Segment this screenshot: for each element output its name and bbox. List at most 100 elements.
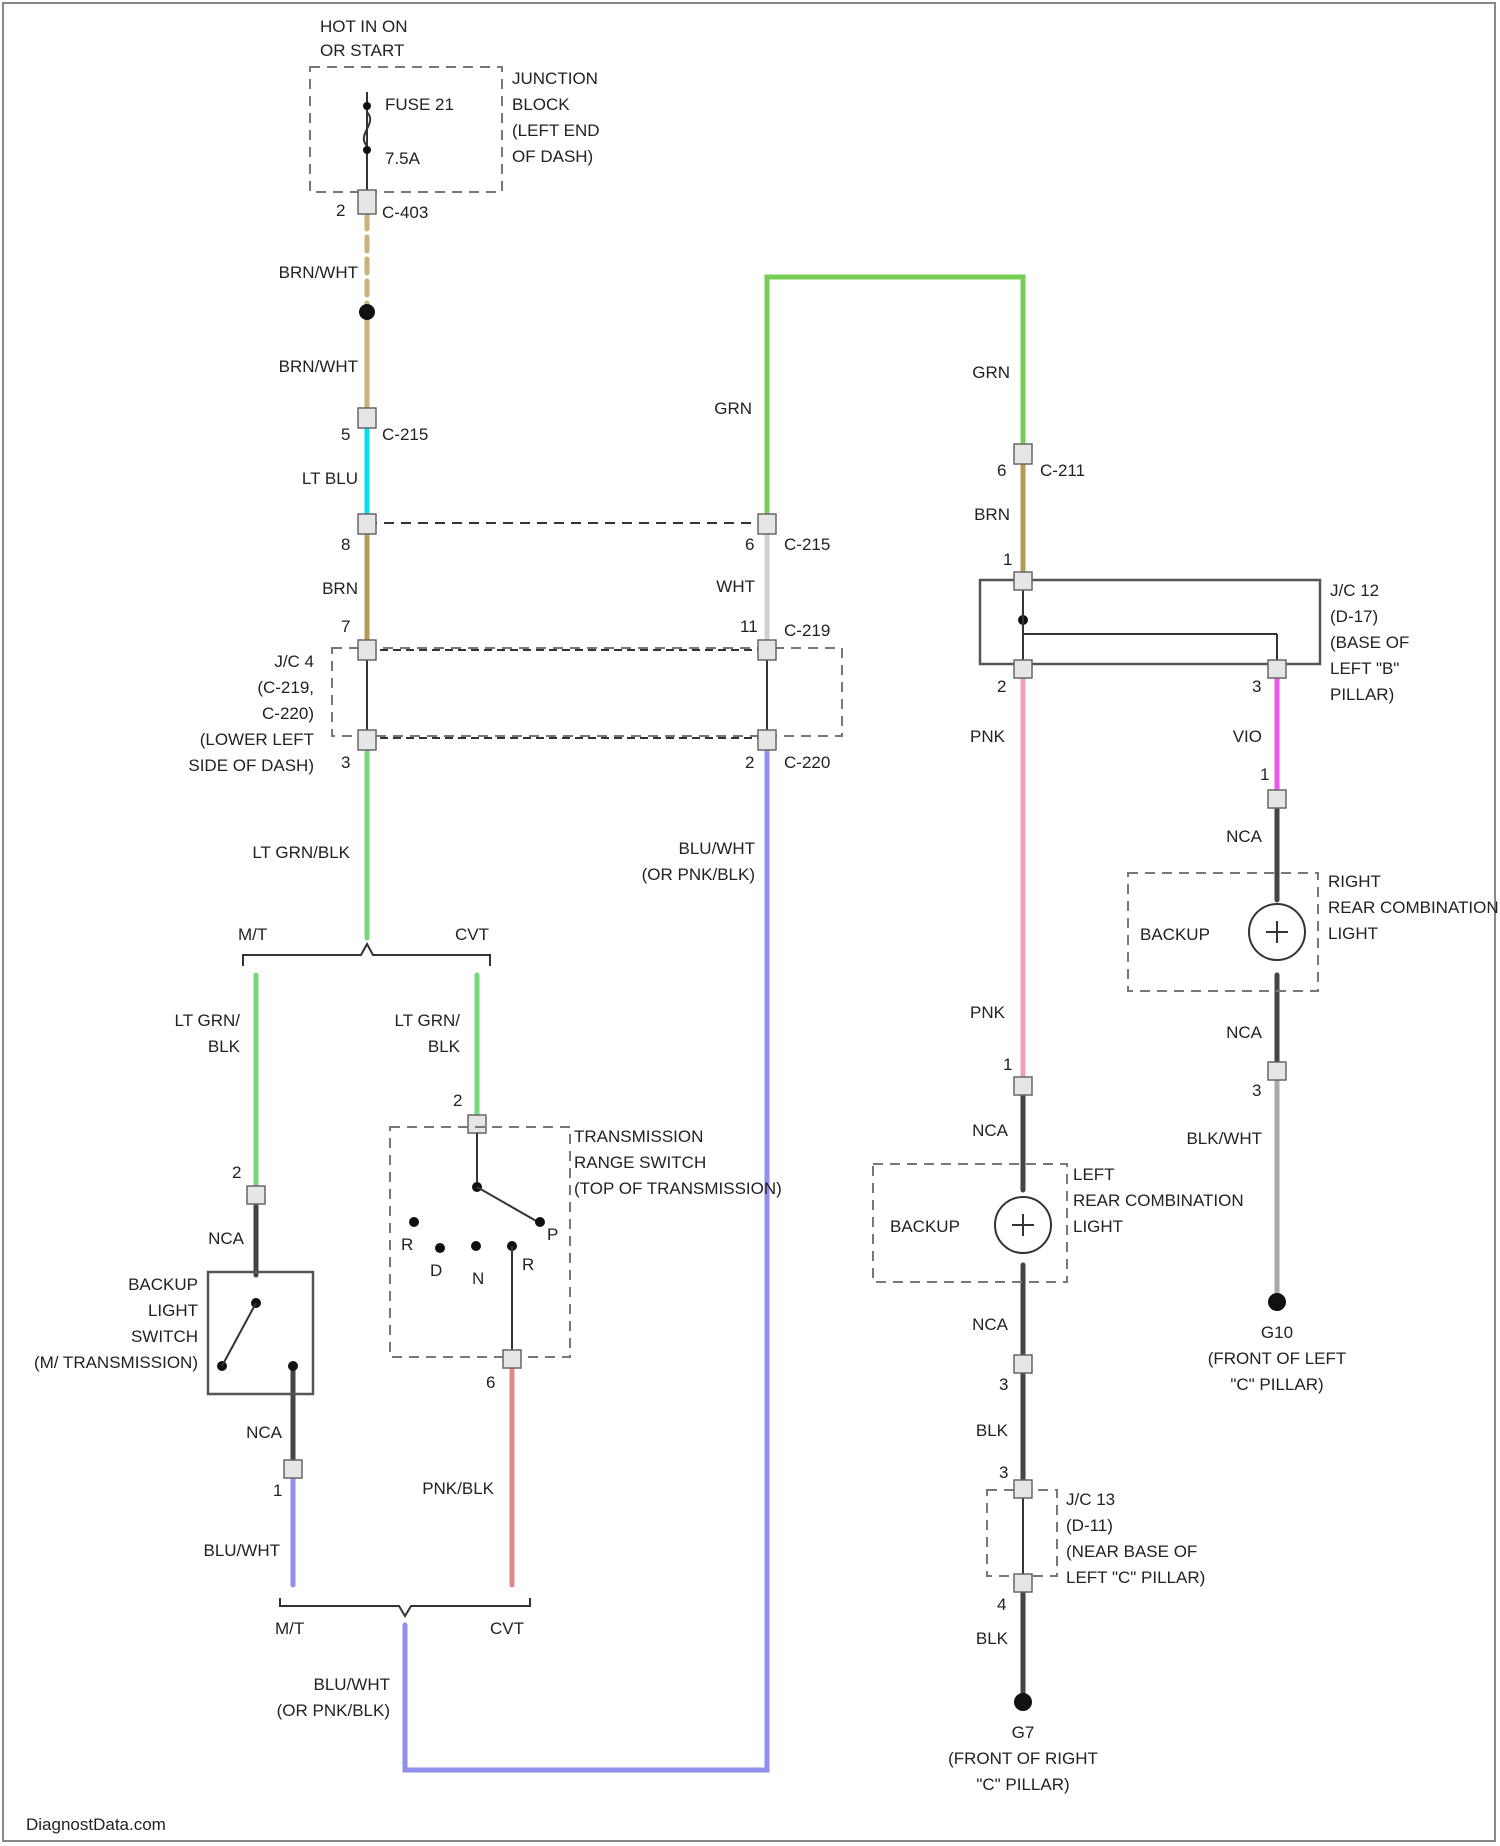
nca-l2-label: NCA [972, 1315, 1009, 1334]
junction-block-box [310, 67, 502, 192]
ll-pin-bottom: 3 [999, 1375, 1008, 1394]
blu-wht-bottom-label-2: (OR PNK/BLK) [277, 1701, 390, 1720]
connector-rl-top [1268, 790, 1286, 808]
pnk-label-1: PNK [970, 727, 1006, 746]
trs-box [390, 1127, 570, 1357]
diagram-frame [3, 3, 1495, 1841]
power-line2: OR START [320, 41, 404, 60]
fuse-amp-label: 7.5A [385, 149, 421, 168]
junction-block-line3: (LEFT END [512, 121, 600, 140]
connector-ll-bottom [1014, 1355, 1032, 1373]
blk-wht-label: BLK/WHT [1186, 1129, 1262, 1148]
wire-blu-wht-return [405, 748, 767, 1770]
bsw-pin-bottom: 1 [273, 1481, 282, 1500]
c220-left-pin: 3 [341, 753, 350, 772]
splice-brn-wht [359, 304, 375, 320]
nca-r2-label: NCA [1226, 1023, 1263, 1042]
c219-left-pin: 7 [341, 617, 350, 636]
brn-right-label: BRN [974, 505, 1010, 524]
jc13-line2: (D-11) [1066, 1516, 1113, 1535]
backup-switch-box [208, 1272, 313, 1394]
connector-jc12-left [1014, 660, 1032, 678]
trs-contact-1 [409, 1217, 419, 1227]
c215-right-label: C-215 [784, 535, 830, 554]
blk-label-1: BLK [976, 1421, 1009, 1440]
jc4-line4: (LOWER LEFT [200, 730, 314, 749]
wht-label: WHT [716, 577, 755, 596]
trs-line3: (TOP OF TRANSMISSION) [574, 1179, 782, 1198]
nca-l1-label: NCA [972, 1121, 1009, 1140]
power-line1: HOT IN ON [320, 17, 408, 36]
split-top-cvt: CVT [455, 925, 489, 944]
connector-trs-bottom [503, 1350, 521, 1368]
left-lamp-name: BACKUP [890, 1217, 960, 1236]
c219-right-pin: 11 [740, 617, 758, 636]
jc4-line1: J/C 4 [274, 652, 314, 671]
c211-pin: 6 [997, 461, 1006, 480]
left-bulb-filament [1012, 1214, 1034, 1236]
jc12-line3: (BASE OF [1330, 633, 1409, 652]
connector-c220-right [758, 730, 776, 750]
vio-label: VIO [1233, 727, 1262, 746]
jc13-line1: J/C 13 [1066, 1490, 1115, 1509]
split-bottom-cvt: CVT [490, 1619, 524, 1638]
jc13-line4: LEFT "C" PILLAR) [1066, 1568, 1205, 1587]
right-light-line3: LIGHT [1328, 924, 1378, 943]
lt-grn-b-line2: BLK [428, 1037, 461, 1056]
connector-c215-top [358, 408, 376, 428]
connector-jc12-top [1014, 572, 1032, 590]
grn-label-2: GRN [972, 363, 1010, 382]
nca-sw1-label: NCA [208, 1229, 245, 1248]
connector-c215-right [758, 514, 776, 534]
ground-g10-line1: (FRONT OF LEFT [1208, 1349, 1347, 1368]
connector-rl-bottom [1268, 1062, 1286, 1080]
c211-label: C-211 [1040, 461, 1085, 480]
connector-trs-top [468, 1115, 486, 1133]
jc13-line3: (NEAR BASE OF [1066, 1542, 1197, 1561]
c219-label: C-219 [784, 621, 830, 640]
c215-top-pin: 5 [341, 425, 350, 444]
connector-c215-left [358, 514, 376, 534]
blu-wht-bottom-label-1: BLU/WHT [314, 1675, 391, 1694]
wires [256, 215, 1277, 1770]
trs-pin-top: 2 [453, 1091, 462, 1110]
backup-switch-line2: LIGHT [148, 1301, 198, 1320]
connector-ll-top [1014, 1077, 1032, 1095]
left-light-line1: LEFT [1073, 1165, 1115, 1184]
fuse-terminal-bottom [363, 146, 371, 154]
nca-r1-label: NCA [1226, 827, 1263, 846]
trs-pos-0: R [401, 1235, 413, 1254]
junction-block-line4: OF DASH) [512, 147, 593, 166]
c403-label: C-403 [382, 203, 428, 222]
fuse-label: FUSE 21 [385, 95, 454, 114]
trs-line2: RANGE SWITCH [574, 1153, 706, 1172]
jc12-line2: (D-17) [1330, 607, 1378, 626]
trs-line1: TRANSMISSION [574, 1127, 703, 1146]
bsw-pin-top: 2 [232, 1163, 241, 1182]
c220-label: C-220 [784, 753, 830, 772]
c403-pin: 2 [336, 201, 345, 220]
trs-pos-2: N [472, 1269, 484, 1288]
backup-switch-line3: SWITCH [131, 1327, 198, 1346]
trs-wiper [477, 1187, 538, 1222]
lt-grn-blk-label: LT GRN/BLK [252, 843, 350, 862]
brn-wht-label-1: BRN/WHT [279, 263, 358, 282]
jc12-line5: PILLAR) [1330, 685, 1394, 704]
hardware [208, 67, 1320, 1711]
ground-g7-name: G7 [1012, 1723, 1035, 1742]
blu-wht-sw-label: BLU/WHT [204, 1541, 281, 1560]
trs-contact-3 [471, 1241, 481, 1251]
connector-c219-right [758, 640, 776, 660]
jc4-box [332, 648, 842, 736]
split-top-mt: M/T [238, 925, 267, 944]
backup-switch-line4: (M/ TRANSMISSION) [34, 1353, 198, 1372]
trs-pos-1: D [430, 1261, 442, 1280]
connector-c220-left [358, 730, 376, 750]
watermark: DiagnostData.com [26, 1815, 166, 1834]
lt-grn-b-line1: LT GRN/ [395, 1011, 461, 1030]
trs-contact-5 [535, 1217, 545, 1227]
brn-wht-label-2: BRN/WHT [279, 357, 358, 376]
ll-pin-top: 1 [1003, 1055, 1012, 1074]
jc13-pin-bottom: 4 [997, 1595, 1006, 1614]
